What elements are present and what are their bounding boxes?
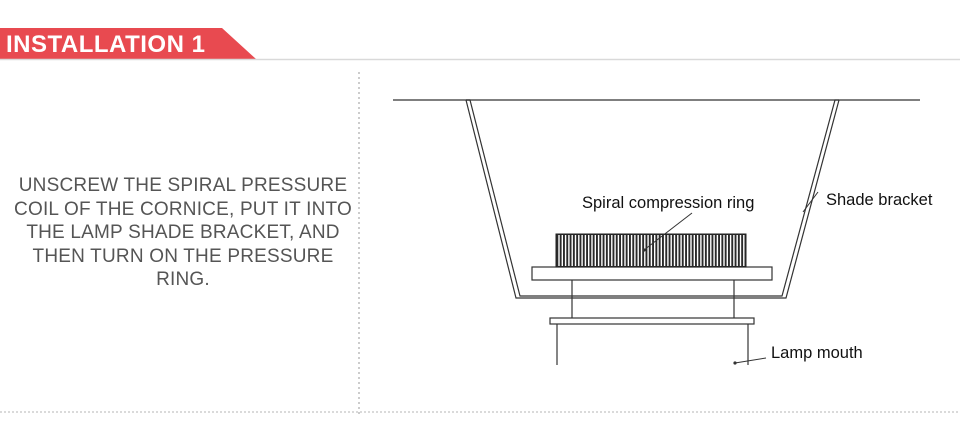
- horizontal-divider: [0, 411, 960, 413]
- ring-leader-line: [643, 212, 693, 251]
- lamp-installation-diagram: Spiral compression ring Shade bracket La…: [393, 99, 933, 365]
- bracket-leader-line: [802, 191, 819, 213]
- header-banner: [0, 28, 960, 61]
- header-accent-tab: [0, 28, 256, 59]
- spiral-compression-ring: [555, 233, 747, 268]
- bracket-label: Shade bracket: [826, 191, 933, 209]
- page-title: INSTALLATION 1: [6, 31, 206, 58]
- mouth-leader-line: [734, 357, 767, 364]
- lamp-mouth: [549, 317, 755, 325]
- mouth-label: Lamp mouth: [771, 344, 863, 362]
- base-plate: [531, 266, 773, 281]
- vertical-divider: [358, 72, 360, 416]
- instruction-text: UNSCREW THE SPIRAL PRESSURE COIL OF THE …: [14, 175, 352, 290]
- ring-label: Spiral compression ring: [582, 194, 754, 212]
